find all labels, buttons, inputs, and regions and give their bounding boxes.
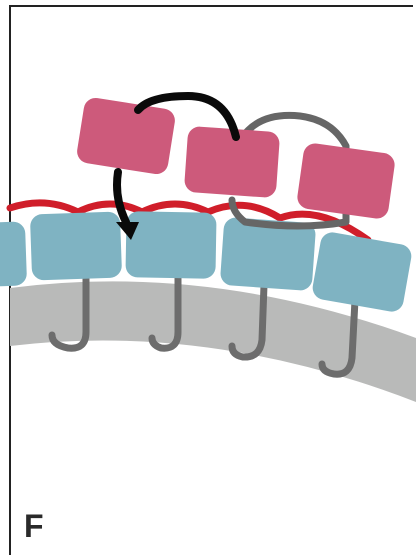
- arrow-head: [116, 222, 139, 240]
- teal-subunits: [0, 211, 412, 312]
- teal-subunit-4: [220, 217, 316, 291]
- teal-subunit-2: [30, 211, 122, 281]
- anchor-loop-3: [228, 281, 268, 361]
- anchor-loop-1: [48, 268, 90, 352]
- red-filament: [6, 199, 372, 244]
- anchor-loop-2: [148, 271, 182, 352]
- anchor-loop-4: [318, 296, 359, 378]
- pink-subunits: [77, 97, 395, 219]
- curved-arrow-icon: [113, 91, 240, 240]
- panel-label: F: [24, 508, 44, 544]
- gray-link: [228, 111, 350, 230]
- teal-subunit-1: [0, 221, 27, 287]
- anchor-loops: [48, 268, 359, 378]
- pink-subunit-3: [297, 143, 395, 219]
- membrane-band: [10, 281, 416, 402]
- teal-subunit-5: [312, 232, 412, 312]
- pink-subunit-2: [184, 126, 280, 198]
- teal-subunit-3: [125, 211, 217, 279]
- arrow-curve: [113, 91, 240, 226]
- pink-subunit-1: [77, 97, 175, 175]
